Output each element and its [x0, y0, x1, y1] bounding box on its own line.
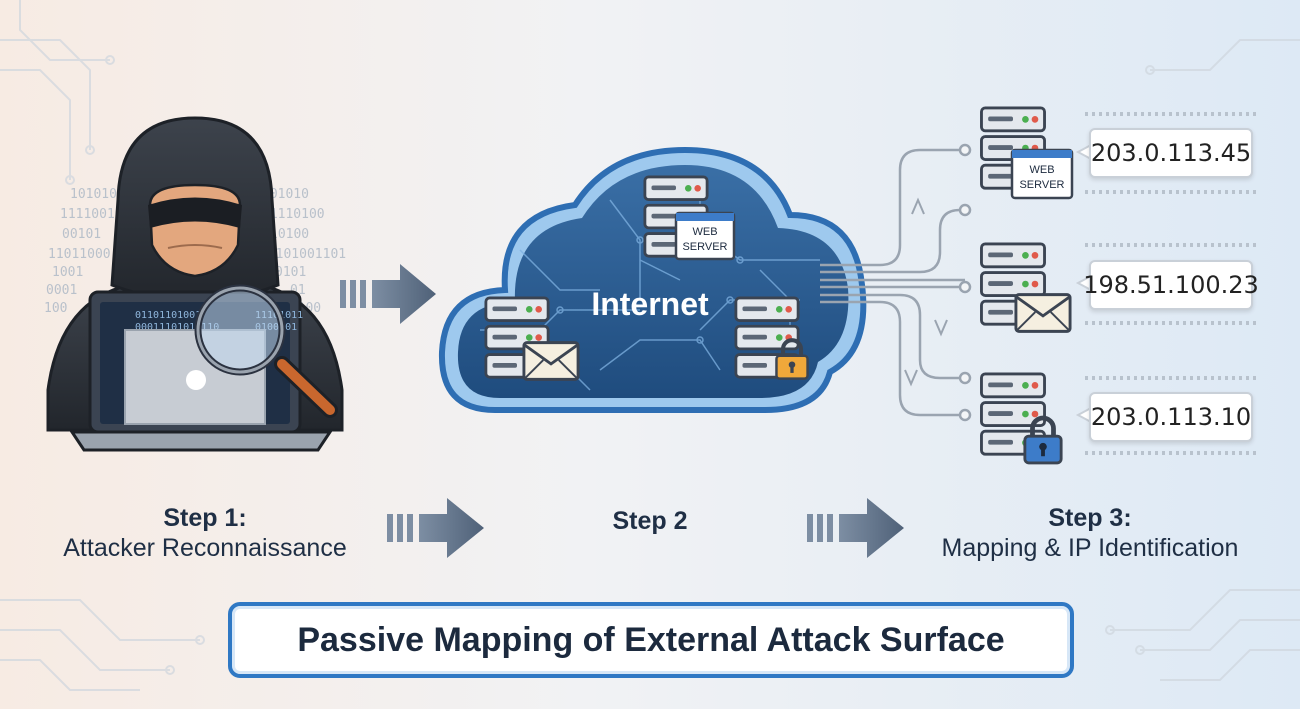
ip-address: 203.0.113.10 — [1090, 403, 1252, 431]
target-web-server: WEB SERVER — [979, 106, 1074, 200]
svg-text:0101: 0101 — [275, 265, 306, 280]
svg-text:101010: 101010 — [262, 187, 309, 202]
footer-title-banner: Passive Mapping of External Attack Surfa… — [228, 602, 1074, 678]
target-mail-server — [979, 242, 1072, 333]
ip-address-tag: 203.0.113.45 — [1089, 128, 1253, 178]
svg-text:WEB: WEB — [692, 226, 717, 238]
arrow-icon — [340, 264, 436, 324]
mail-icon — [522, 341, 580, 381]
binary-code-left: 10101001 11110010 00101 11011000 1001 00… — [44, 187, 133, 316]
cloud-secure-server — [734, 296, 808, 379]
svg-text:00101: 00101 — [62, 227, 101, 242]
svg-text:01110100: 01110100 — [262, 207, 325, 222]
ip-address: 198.51.100.23 — [1083, 271, 1259, 299]
ip-address-tag: 203.0.113.10 — [1089, 392, 1253, 442]
svg-text:00011101011110: 00011101011110 — [135, 322, 219, 333]
target-secure-server — [979, 372, 1061, 463]
ip-tag-pointers — [1075, 144, 1092, 423]
svg-text:100: 100 — [44, 301, 67, 316]
ip-address: 203.0.113.45 — [1090, 139, 1252, 167]
magnifying-glass-icon — [194, 284, 338, 418]
step-3-label: Step 3: Mapping & IP Identification — [915, 503, 1265, 563]
step-2-label: Step 2 — [560, 506, 740, 536]
svg-text:11110010: 11110010 — [60, 207, 123, 222]
svg-text:11011000: 11011000 — [48, 247, 111, 262]
footer-title: Passive Mapping of External Attack Surfa… — [297, 620, 1005, 659]
arrow-icon — [387, 498, 484, 558]
svg-text:SERVER: SERVER — [682, 241, 727, 253]
svg-text:11101001101: 11101001101 — [260, 247, 346, 262]
step-3-title: Step 3: — [1048, 504, 1132, 532]
svg-text:SERVER: SERVER — [1019, 179, 1064, 191]
svg-text:1001: 1001 — [52, 265, 83, 280]
step-1-label: Step 1: Attacker Reconnaissance — [40, 503, 370, 563]
step-1-description: Attacker Reconnaissance — [63, 534, 347, 562]
svg-text:10100: 10100 — [270, 227, 309, 242]
cloud-label: Internet — [591, 286, 709, 322]
ip-address-tag: 198.51.100.23 — [1083, 260, 1259, 310]
step-1-title: Step 1: — [163, 504, 247, 532]
binary-code-right: 101010 01110100 10100 11101001101 0101 0… — [260, 187, 346, 316]
svg-text:WEB: WEB — [1029, 164, 1054, 176]
svg-text:0001: 0001 — [46, 283, 77, 298]
step-3-description: Mapping & IP Identification — [941, 534, 1239, 562]
mail-icon — [1014, 293, 1072, 333]
ip-tag-decor — [1085, 112, 1258, 455]
arrow-icon — [807, 498, 904, 558]
step-2-title: Step 2 — [612, 507, 688, 535]
network-connectors — [820, 143, 972, 422]
cloud-web-server: WEB SERVER — [643, 175, 736, 261]
background-circuit — [0, 0, 1300, 691]
svg-text:01101101001: 01101101001 — [135, 310, 201, 321]
